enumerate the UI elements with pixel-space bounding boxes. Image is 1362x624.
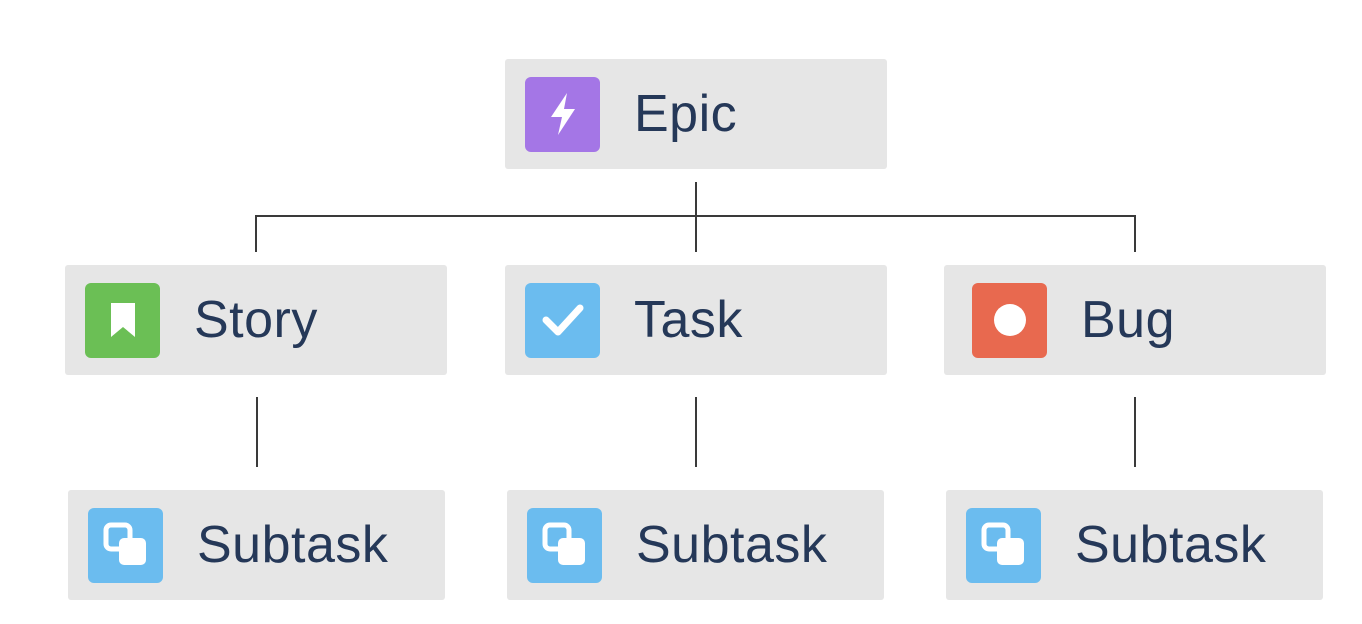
connector-epic-down xyxy=(695,182,697,252)
subtask-icon xyxy=(88,507,163,583)
subtask-label: Subtask xyxy=(636,516,828,574)
subtask-node-story: Subtask xyxy=(68,490,445,600)
story-label: Story xyxy=(194,291,318,349)
connector-bug-subtask xyxy=(1134,397,1136,467)
subtask-node-task: Subtask xyxy=(507,490,884,600)
task-node: Task xyxy=(505,265,887,375)
bookmark-icon xyxy=(85,282,160,358)
checkmark-icon xyxy=(525,282,600,358)
connector-story-subtask xyxy=(256,397,258,467)
connector-horizontal xyxy=(255,215,1136,217)
subtask-label: Subtask xyxy=(1075,516,1267,574)
subtask-node-bug: Subtask xyxy=(946,490,1323,600)
task-label: Task xyxy=(634,291,743,349)
subtask-label: Subtask xyxy=(197,516,389,574)
bug-node: Bug xyxy=(944,265,1326,375)
circle-icon xyxy=(972,282,1047,358)
bug-label: Bug xyxy=(1081,291,1176,349)
connector-story-up xyxy=(255,215,257,252)
epic-label: Epic xyxy=(634,85,738,143)
connector-bug-up xyxy=(1134,215,1136,252)
epic-node: Epic xyxy=(505,59,887,169)
lightning-icon xyxy=(525,76,600,152)
story-node: Story xyxy=(65,265,447,375)
connector-task-subtask xyxy=(695,397,697,467)
subtask-icon xyxy=(527,507,602,583)
subtask-icon xyxy=(966,507,1041,583)
